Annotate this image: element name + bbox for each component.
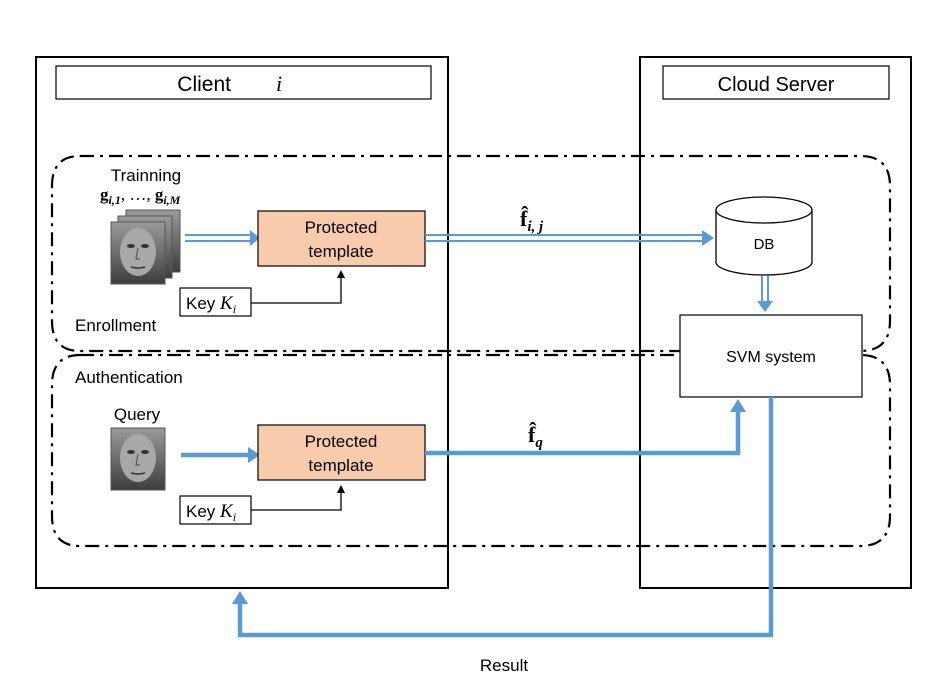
auth-face-to-template-arrow	[181, 447, 260, 463]
server-title-box	[662, 65, 890, 100]
training-label: Trainning	[111, 166, 181, 185]
server-panel	[639, 56, 912, 589]
enroll-protected-template-line1: Protected	[305, 218, 378, 237]
training-set-label: gi,1, …, gi,M	[100, 185, 181, 207]
client-title-var: i	[276, 71, 282, 96]
auth-key-box	[179, 495, 252, 525]
query-label: Query	[114, 405, 161, 424]
auth-protected-template-line1: Protected	[305, 432, 378, 451]
svm-system-label: SVM system	[726, 349, 816, 366]
db-label: DB	[754, 236, 775, 253]
query-face-image	[110, 427, 166, 491]
auth-template-to-svm-arrow	[425, 399, 746, 456]
result-arrow	[232, 397, 774, 638]
result-label: Result	[480, 656, 528, 675]
training-face-stack	[110, 209, 181, 285]
enroll-key-label: Key Ki	[186, 293, 236, 316]
enrollment-region	[50, 154, 892, 353]
auth-key-label: Key Ki	[186, 501, 236, 524]
enroll-key-box	[179, 287, 252, 317]
auth-feature-label: f̂q	[528, 422, 543, 451]
face-image	[110, 221, 166, 285]
enrollment-section-label: Enrollment	[75, 316, 157, 335]
enroll-face-to-template-arrow	[185, 230, 260, 246]
enroll-template-to-db-arrow	[425, 230, 714, 246]
enroll-protected-template-box	[257, 210, 426, 267]
auth-protected-template-box	[257, 424, 426, 481]
server-title: Cloud Server	[718, 74, 835, 96]
db-cylinder	[715, 196, 813, 276]
client-panel	[35, 56, 449, 589]
client-title: Client	[177, 73, 231, 96]
enroll-key-connector	[251, 270, 345, 304]
db-to-svm-arrow	[757, 276, 773, 312]
auth-protected-template-line2: template	[308, 456, 373, 475]
enroll-feature-label: f̂i, j	[520, 206, 544, 235]
authentication-region	[50, 353, 892, 548]
client-title-box	[55, 65, 432, 100]
auth-key-connector	[251, 485, 345, 511]
enroll-protected-template-line2: template	[308, 242, 373, 261]
svm-system-box	[679, 314, 863, 398]
authentication-section-label: Authentication	[75, 368, 183, 387]
